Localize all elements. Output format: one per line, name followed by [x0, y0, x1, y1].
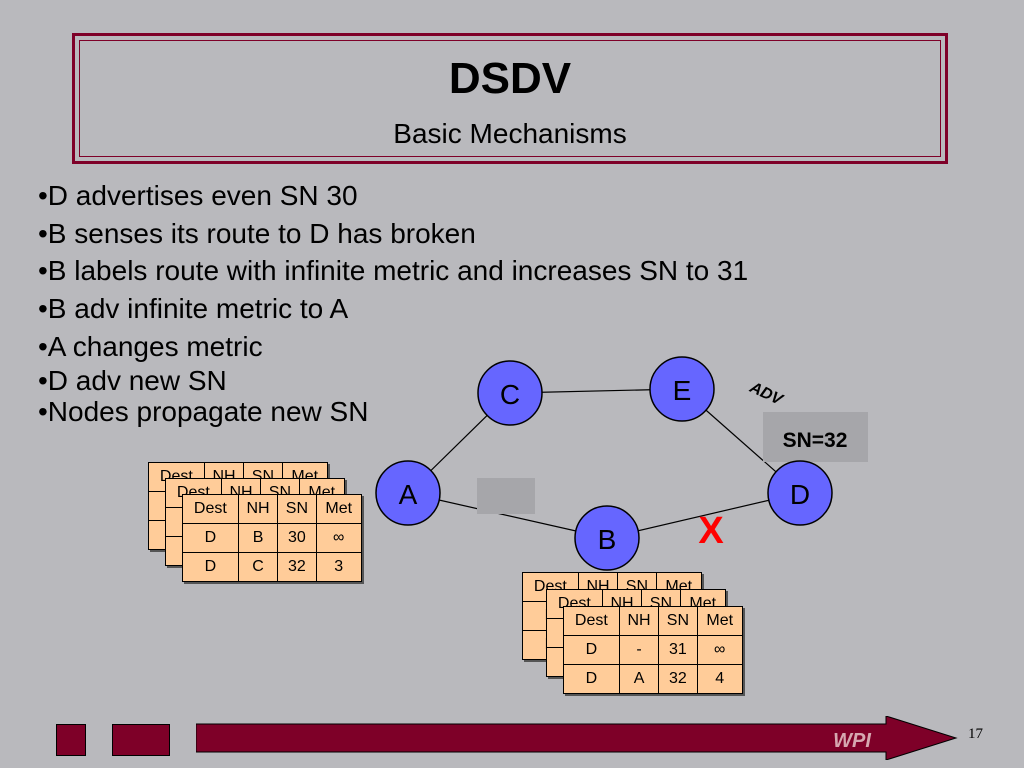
header-sn: SN — [658, 606, 698, 636]
table-row: D B 30 ∞ — [182, 523, 362, 553]
bullet-item: •B labels route with infinite metric and… — [38, 255, 749, 286]
bullet-item: •A changes metric — [38, 331, 263, 362]
wpi-logo: WPI — [833, 730, 871, 752]
header-nh: NH — [618, 606, 660, 636]
placeholder-box — [477, 478, 535, 514]
link-b-d-broken — [606, 492, 801, 539]
routing-table-b: Dest NH SN Met D - 31 ∞ D A 32 4 — [563, 606, 743, 694]
header-met: Met — [696, 606, 743, 636]
footer-square-2 — [112, 724, 170, 756]
routing-table-a: Dest NH SN Met D B 30 ∞ D C 32 3 — [182, 494, 362, 582]
table-row: D C 32 3 — [182, 552, 362, 582]
slide-title: DSDV — [448, 54, 572, 103]
footer-arrow-bar — [196, 716, 958, 760]
node-c-label: C — [500, 379, 520, 410]
node-a-label: A — [399, 479, 418, 510]
table-header-row: Dest NH SN Met — [563, 606, 743, 636]
link-a-b — [407, 492, 608, 539]
node-d-label: D — [790, 479, 810, 510]
bullet-item: •D adv new SN — [38, 365, 227, 396]
node-a: A — [375, 460, 441, 526]
header-sn: SN — [277, 494, 317, 524]
table-row: D - 31 ∞ — [563, 635, 743, 665]
page-number: 17 — [968, 726, 983, 742]
node-e-label: E — [673, 375, 692, 406]
title-box: DSDV Basic Mechanisms — [72, 33, 948, 164]
title-box-inner-border — [79, 40, 941, 157]
node-d: D — [767, 460, 833, 526]
table-row: D A 32 4 — [563, 664, 743, 694]
node-c: C — [477, 360, 543, 426]
footer-square-1 — [56, 724, 86, 756]
header-met: Met — [315, 494, 362, 524]
bullet-item: •D advertises even SN 30 — [38, 180, 358, 211]
adv-label: ADV — [746, 379, 786, 410]
slide-subtitle: Basic Mechanisms — [393, 118, 627, 149]
header-dest: Dest — [182, 494, 239, 524]
broken-link-mark: X — [698, 510, 724, 552]
header-nh: NH — [237, 494, 279, 524]
bullet-item: •B senses its route to D has broken — [38, 218, 476, 249]
table-header-row: Dest NH SN Met — [182, 494, 362, 524]
sn-label-box — [763, 412, 868, 462]
node-b-label: B — [598, 524, 617, 555]
bullet-item: •B adv infinite metric to A — [38, 293, 349, 324]
sn-label: SN=32 — [783, 429, 848, 452]
node-b: B — [574, 505, 640, 571]
bullet-item: •Nodes propagate new SN — [38, 396, 369, 427]
header-dest: Dest — [563, 606, 620, 636]
node-e: E — [649, 356, 715, 422]
